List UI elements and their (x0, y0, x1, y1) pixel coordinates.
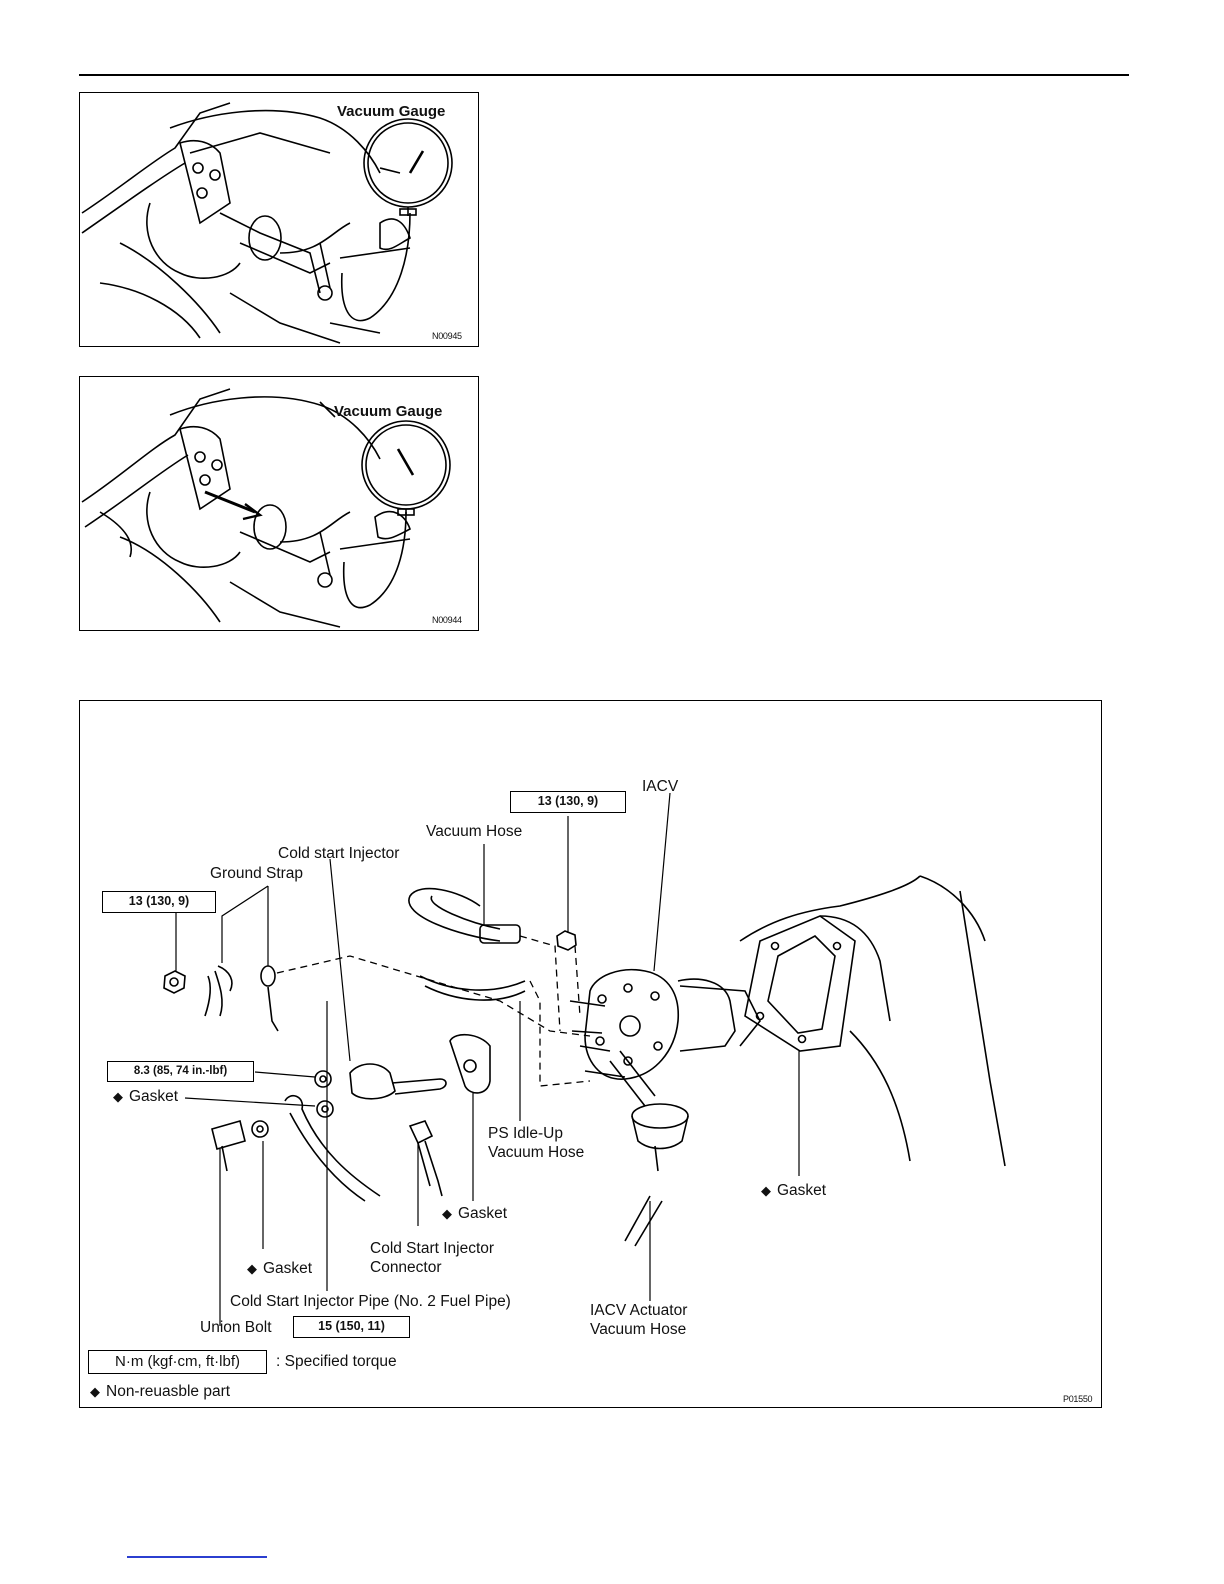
iacv-actuator-line1: IACV Actuator (590, 1302, 688, 1319)
csi-connector-line1: Cold Start Injector (370, 1240, 495, 1257)
legend-nonreusable-text: Non-reuasble part (106, 1383, 231, 1400)
legend-nonreusable: ◆ Non-reuasble part (90, 1382, 230, 1401)
gasket-text: Gasket (263, 1260, 313, 1277)
torque-spec-left: 13 (130, 9) (102, 891, 216, 913)
legend-torque-box: N·m (kgf·cm, ft·lbf) (88, 1350, 267, 1374)
label-csi-pipe: Cold Start Injector Pipe (No. 2 Fuel Pip… (230, 1293, 511, 1310)
ps-idle-up-line2: Vacuum Hose (488, 1144, 585, 1161)
label-gasket-left: ◆ Gasket (113, 1087, 178, 1106)
label-iacv-actuator-hose: IACV Actuator Vacuum Hose (590, 1301, 687, 1339)
engine-illustration-1 (81, 102, 453, 344)
figure-code: P01550 (1063, 1394, 1093, 1404)
figure-vacuum-gauge-1: Vacuum Gauge N00945 (79, 92, 479, 347)
label-ps-idle-up-hose: PS Idle-Up Vacuum Hose (488, 1124, 584, 1162)
label-gasket-right: ◆ Gasket (761, 1181, 826, 1200)
vacuum-gauge-label: Vacuum Gauge (337, 103, 446, 120)
gasket-text: Gasket (458, 1205, 508, 1222)
header-rule (79, 74, 1129, 76)
nonreusable-mark-icon: ◆ (90, 1384, 100, 1399)
figure-iacv-exploded-view: IACV 13 (130, 9) Vacuum Hose Cold start … (79, 700, 1102, 1408)
legend-torque-desc: : Specified torque (276, 1353, 397, 1370)
label-vacuum-hose: Vacuum Hose (426, 823, 523, 840)
torque-spec-injector: 8.3 (85, 74 in.-lbf) (107, 1061, 254, 1082)
figure-code: N00944 (432, 615, 462, 625)
nonreusable-mark-icon: ◆ (442, 1206, 452, 1221)
csi-connector-line2: Connector (370, 1259, 442, 1276)
nonreusable-mark-icon: ◆ (247, 1261, 257, 1276)
torque-spec-top: 13 (130, 9) (510, 791, 626, 813)
figure-code: N00945 (432, 331, 462, 341)
vacuum-gauge-label: Vacuum Gauge (334, 403, 443, 420)
nonreusable-mark-icon: ◆ (113, 1089, 123, 1104)
gasket-text: Gasket (129, 1088, 179, 1105)
label-iacv: IACV (642, 778, 679, 795)
engine-illustration-2 (81, 388, 451, 628)
figure-vacuum-gauge-2: Vacuum Gauge N00944 (79, 376, 479, 631)
label-union-bolt: Union Bolt (200, 1319, 272, 1336)
label-csi-connector: Cold Start Injector Connector (370, 1239, 494, 1277)
label-cold-start-injector: Cold start Injector (278, 845, 400, 862)
iacv-actuator-line2: Vacuum Hose (590, 1321, 687, 1338)
iacv-components-illustration (163, 875, 1006, 1247)
label-gasket-low: ◆ Gasket (247, 1259, 312, 1278)
nonreusable-mark-icon: ◆ (761, 1183, 771, 1198)
ps-idle-up-line1: PS Idle-Up (488, 1125, 563, 1142)
footer-link-underline[interactable] (127, 1556, 267, 1558)
leader-lines (175, 792, 800, 1326)
label-gasket-mid: ◆ Gasket (442, 1204, 507, 1223)
gasket-text: Gasket (777, 1182, 827, 1199)
label-ground-strap: Ground Strap (210, 865, 304, 882)
torque-spec-union-bolt: 15 (150, 11) (293, 1316, 410, 1338)
